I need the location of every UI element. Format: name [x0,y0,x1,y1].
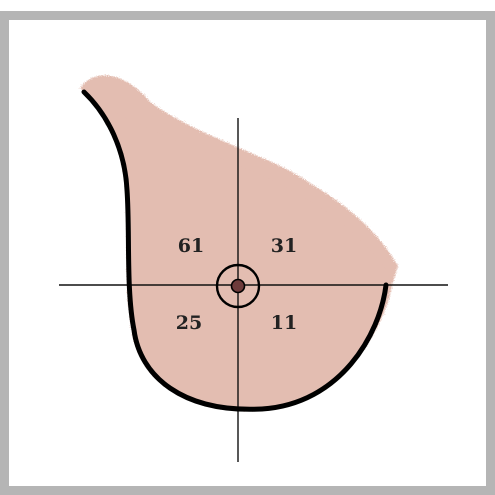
breast-silhouette-core [95,102,386,409]
breast-outline [81,89,389,412]
nipple-dot [230,278,246,294]
quadrant-label-upper-right: 31 [271,235,297,257]
nipple-ring [215,263,261,309]
quadrant-label-lower-left: 25 [176,312,202,334]
quadrant-label-lower-right: 11 [271,312,297,334]
quadrant-label-upper-left: 61 [178,235,204,257]
